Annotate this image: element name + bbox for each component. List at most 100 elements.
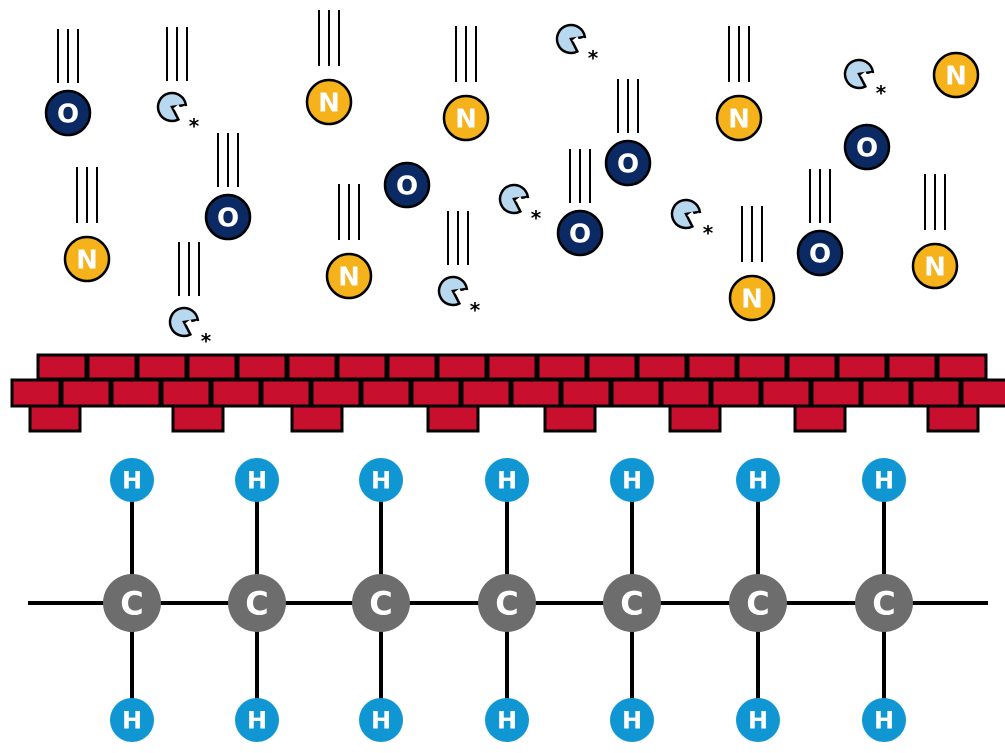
radical-species: * xyxy=(670,198,714,245)
hydrogen-atom-disc xyxy=(862,698,906,742)
radical-notch xyxy=(515,196,529,204)
brick xyxy=(610,378,662,408)
carbon-atom: C xyxy=(603,574,661,632)
brick xyxy=(486,353,538,381)
brick xyxy=(543,404,597,433)
brick xyxy=(636,353,688,381)
oxygen-atom: O xyxy=(604,139,652,187)
oxygen-atom: O xyxy=(44,89,92,137)
hydrogen-atom: H xyxy=(235,698,279,742)
hydrogen-atom: H xyxy=(110,458,154,502)
hydrogen-atom-disc xyxy=(485,458,529,502)
brick xyxy=(836,353,888,381)
brick xyxy=(760,378,812,408)
carbon-atom: C xyxy=(103,574,161,632)
hydrogen-atom-label: H xyxy=(247,467,267,495)
brick xyxy=(110,378,162,408)
hydrogen-atom: H xyxy=(610,698,654,742)
hydrogen-atom-disc xyxy=(359,458,403,502)
hydrogen-atom-label: H xyxy=(748,707,768,735)
hydrogen-atom-label: H xyxy=(497,467,517,495)
oxygen-atom-disc xyxy=(383,161,431,209)
radical-notch xyxy=(860,71,874,79)
carbon-atom-label: C xyxy=(872,585,895,623)
hydrogen-atom-label: H xyxy=(497,707,517,735)
hydrogen-atom: H xyxy=(359,698,403,742)
nitrogen-atom-label: N xyxy=(741,284,763,314)
brick xyxy=(460,378,512,408)
carbon-atom-label: C xyxy=(120,585,143,623)
nitrogen-atom: N xyxy=(63,235,111,283)
nitrogen-atom-label: N xyxy=(76,245,98,275)
nitrogen-atom: N xyxy=(325,252,373,300)
oxygen-atom-label: O xyxy=(809,239,831,269)
brick xyxy=(336,353,388,381)
nitrogen-atom: N xyxy=(911,242,959,290)
hydrogen-atom: H xyxy=(485,698,529,742)
carbon-atom-label: C xyxy=(495,585,518,623)
radical-notch xyxy=(185,319,199,327)
brick xyxy=(86,353,138,381)
carbon-atom-label: C xyxy=(620,585,643,623)
brick xyxy=(171,404,225,433)
hydrogen-atom-disc xyxy=(235,458,279,502)
brick xyxy=(286,353,338,381)
hydrogen-atom-disc xyxy=(485,698,529,742)
brick xyxy=(410,378,462,408)
nitrogen-atom-label: N xyxy=(318,88,340,118)
nitrogen-atom-disc xyxy=(442,94,490,142)
carbon-atom-disc xyxy=(603,574,661,632)
brick xyxy=(360,378,412,408)
radical-species: * xyxy=(156,91,200,138)
brick-barrier xyxy=(10,353,1005,433)
nitrogen-atom: N xyxy=(932,51,980,99)
hydrogen-atom-label: H xyxy=(874,467,894,495)
carbon-atom-disc xyxy=(729,574,787,632)
nitrogen-atom-disc xyxy=(715,94,763,142)
radical-asterisk: * xyxy=(703,221,714,245)
carbon-atom-label: C xyxy=(746,585,769,623)
nitrogen-atom: N xyxy=(728,274,776,322)
radical-notch xyxy=(572,36,586,44)
radical-asterisk: * xyxy=(470,298,481,322)
brick xyxy=(186,353,238,381)
hydrogen-atom: H xyxy=(110,698,154,742)
radical-body xyxy=(670,198,702,230)
oxygen-atom: O xyxy=(383,161,431,209)
brick xyxy=(686,353,738,381)
brick xyxy=(910,378,962,408)
brick xyxy=(960,378,1005,408)
radical-species: * xyxy=(555,23,599,70)
brick xyxy=(260,378,312,408)
oxygen-atom: O xyxy=(796,229,844,277)
oxygen-atom: O xyxy=(556,209,604,257)
brick xyxy=(926,404,980,433)
nitrogen-atom: N xyxy=(442,94,490,142)
radical-body xyxy=(843,58,875,90)
carbon-atom-disc xyxy=(103,574,161,632)
brick xyxy=(536,353,588,381)
brick xyxy=(386,353,438,381)
carbon-atom: C xyxy=(729,574,787,632)
nitrogen-atom-disc xyxy=(305,78,353,126)
brick xyxy=(436,353,488,381)
nitrogen-atom-disc xyxy=(728,274,776,322)
hydrogen-atom: H xyxy=(862,698,906,742)
oxygen-atom-disc xyxy=(604,139,652,187)
carbon-atom-disc xyxy=(228,574,286,632)
hydrogen-atom: H xyxy=(485,458,529,502)
radical-species: * xyxy=(498,183,542,230)
radical-body xyxy=(498,183,530,215)
radical-asterisk: * xyxy=(588,46,599,70)
radical-species: * xyxy=(168,306,212,353)
hydrogen-atom-label: H xyxy=(748,467,768,495)
radical-notch xyxy=(173,104,187,112)
hydrogen-atom-disc xyxy=(610,698,654,742)
brick xyxy=(886,353,938,381)
brick xyxy=(586,353,638,381)
radical-body xyxy=(555,23,587,55)
radical-asterisk: * xyxy=(201,329,212,353)
oxygen-atom: O xyxy=(843,123,891,171)
